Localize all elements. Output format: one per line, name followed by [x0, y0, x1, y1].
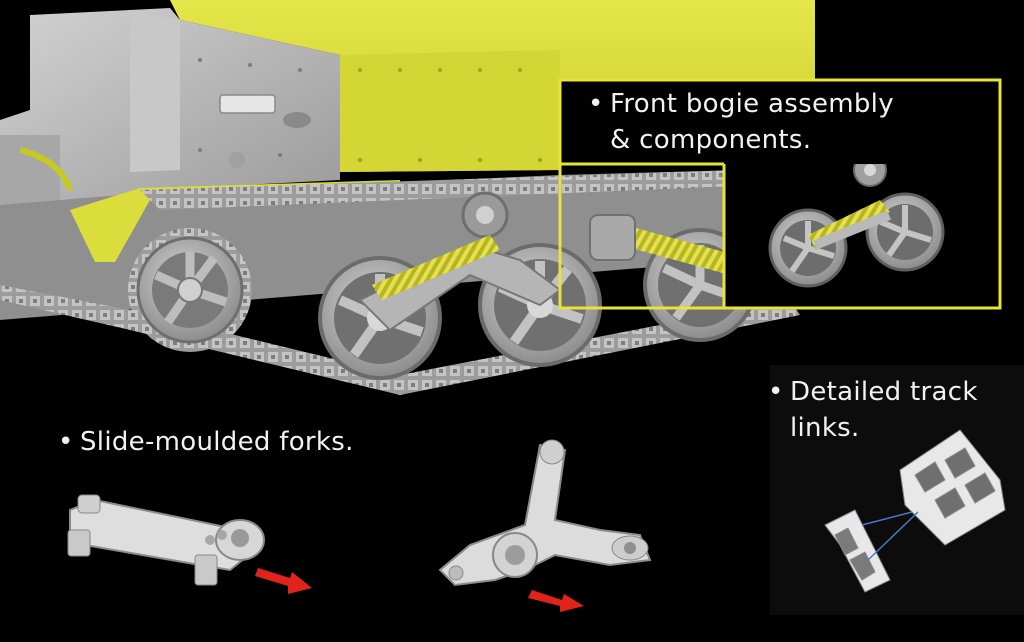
fork-part-render — [67, 494, 265, 586]
bracket-part-render — [438, 439, 652, 587]
direction-arrow-icon — [255, 568, 312, 594]
caption-forks: •Slide-moulded forks. — [58, 424, 354, 460]
bullet-icon: • — [588, 89, 604, 119]
direction-arrow-icon — [528, 590, 584, 612]
caption-front-bogie-line1: •Front bogie assembly — [588, 86, 894, 122]
tank-hull-render — [0, 0, 815, 395]
caption-track-line2: links. — [790, 413, 860, 443]
bogie-inset-render — [724, 153, 1000, 308]
track-link-render — [770, 365, 1024, 615]
bullet-icon: • — [58, 427, 74, 457]
caption-front-bogie-line2: & components. — [610, 125, 812, 155]
bullet-icon: • — [768, 377, 784, 407]
caption-track-line1: •Detailed track — [768, 374, 978, 410]
